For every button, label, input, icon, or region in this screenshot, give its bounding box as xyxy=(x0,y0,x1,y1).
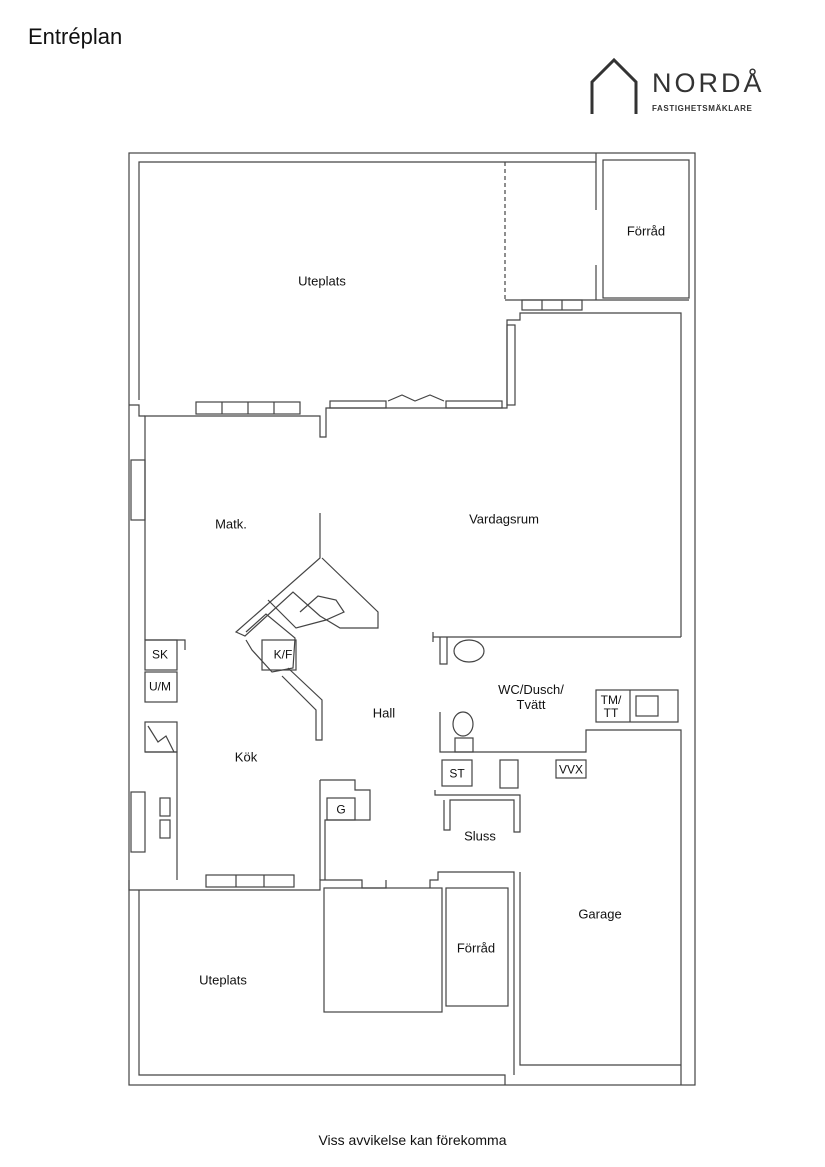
tmtt-box xyxy=(595,689,679,723)
g-box xyxy=(326,797,356,821)
company-logo: NORDÅ FASTIGHETSMÄKLARE xyxy=(588,56,778,116)
fixture-sk: SK xyxy=(151,647,169,662)
fixture-kf: K/F xyxy=(273,647,293,662)
room-forrad-bottom: Förråd xyxy=(456,940,496,956)
vvx-box xyxy=(555,759,587,779)
forrad-bottom-box xyxy=(445,887,509,1007)
disclaimer: Viss avvikelse kan förekomma xyxy=(318,1132,507,1148)
outer-frame xyxy=(128,152,696,1086)
room-uteplats-top: Uteplats xyxy=(298,273,346,289)
st-box xyxy=(441,759,473,787)
room-hall: Hall xyxy=(372,705,396,721)
fixture-st: ST xyxy=(449,766,465,781)
fixture-um: U/M xyxy=(149,679,171,694)
room-wc-dusch-tvatt: WC/Dusch/ Tvätt xyxy=(498,682,564,712)
forrad-top-box xyxy=(602,159,690,299)
logo-subtitle: FASTIGHETSMÄKLARE xyxy=(652,104,753,113)
room-kok: Kök xyxy=(234,749,258,765)
room-garage: Garage xyxy=(578,906,622,922)
fixture-tmtt: TM/ TT xyxy=(600,693,622,720)
room-forrad-top: Förråd xyxy=(626,223,666,239)
logo-name: NORDÅ xyxy=(652,68,765,98)
house-logo-icon xyxy=(590,57,638,114)
uteplats-top-border xyxy=(138,161,596,400)
room-sluss: Sluss xyxy=(464,828,496,844)
room-matk: Matk. xyxy=(215,516,247,532)
fixture-vvx: VVX xyxy=(558,762,584,777)
room-vardagsrum: Vardagsrum xyxy=(469,511,539,527)
room-uteplats-bottom: Uteplats xyxy=(199,972,247,988)
page-title: Entréplan xyxy=(28,24,123,49)
fixture-g: G xyxy=(336,802,346,817)
